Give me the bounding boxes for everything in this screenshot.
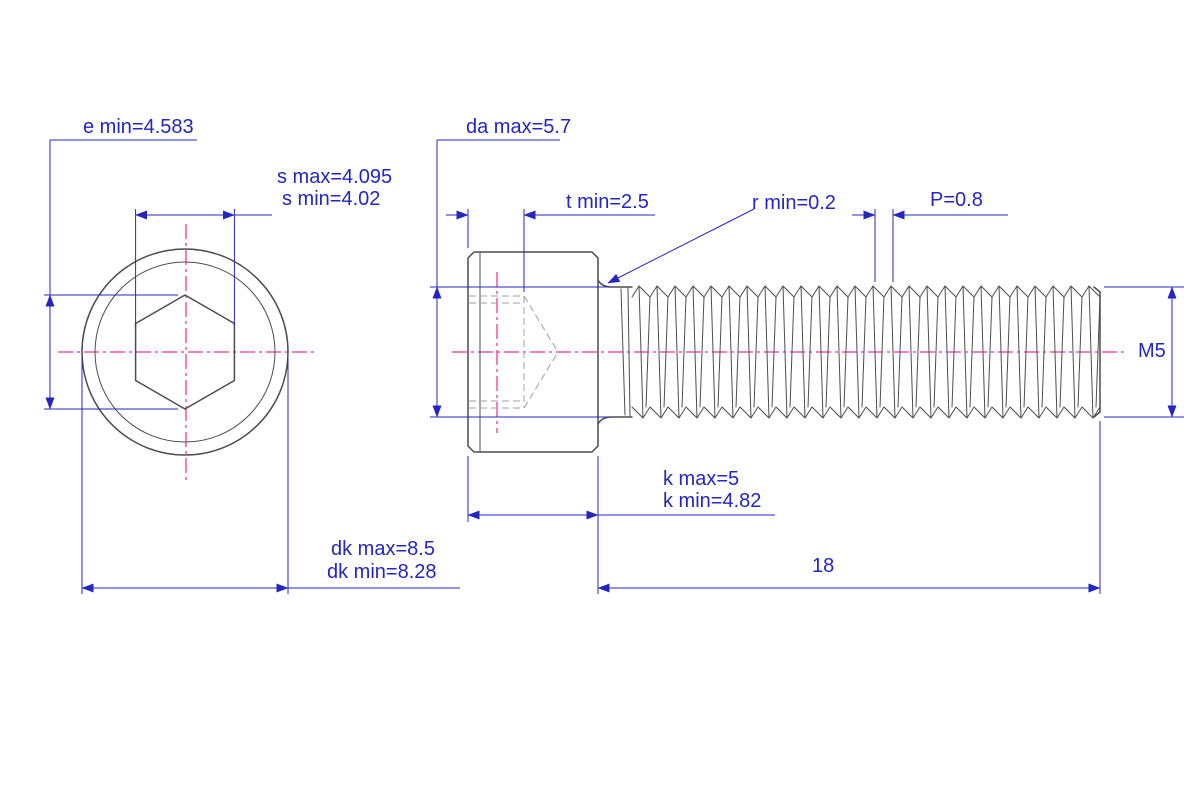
head-outer-circle [81,248,289,456]
label-k-min: k min=4.82 [663,490,762,512]
label-thread-size: M5 [1138,340,1166,362]
thread-runout-line [620,288,626,416]
dim-k [467,456,775,594]
dim-pitch [852,209,1008,282]
underhead-fillet-top [597,279,633,288]
label-pitch: P=0.8 [930,189,983,211]
label-k-max: k max=5 [663,468,740,490]
label-s-max: s max=4.095 [277,166,393,188]
label-r-min: r min=0.2 [752,192,836,214]
label-dk-max: dk max=8.5 [331,538,435,560]
label-da-max: da max=5.7 [466,116,572,138]
end-chamfer-bottom [1093,411,1101,418]
dim-da [430,139,610,418]
leader-r [607,208,755,284]
centerlines [58,224,1128,481]
dimensions [44,139,1184,594]
dim-e-min [44,139,197,410]
dim-m5 [1104,286,1184,418]
label-e-min: e min=4.583 [83,116,194,138]
head-chamfer-circle [94,261,276,443]
head-outline [467,251,599,453]
side-view [467,251,1101,453]
label-s-min: s min=4.02 [282,188,381,210]
label-length: 18 [812,555,835,577]
label-t-min: t min=2.5 [566,191,649,213]
dim-s [135,209,272,326]
hidden-socket [469,295,559,409]
dim-t [446,209,655,292]
dim-length-18 [597,421,1101,594]
dim-dk [81,358,460,594]
end-chamfer-top [1093,286,1101,293]
thread-profile [631,285,1101,419]
thread-runout-line [627,287,631,417]
label-dk-min: dk min=8.28 [327,561,437,583]
underhead-fillet-bottom [597,416,633,425]
